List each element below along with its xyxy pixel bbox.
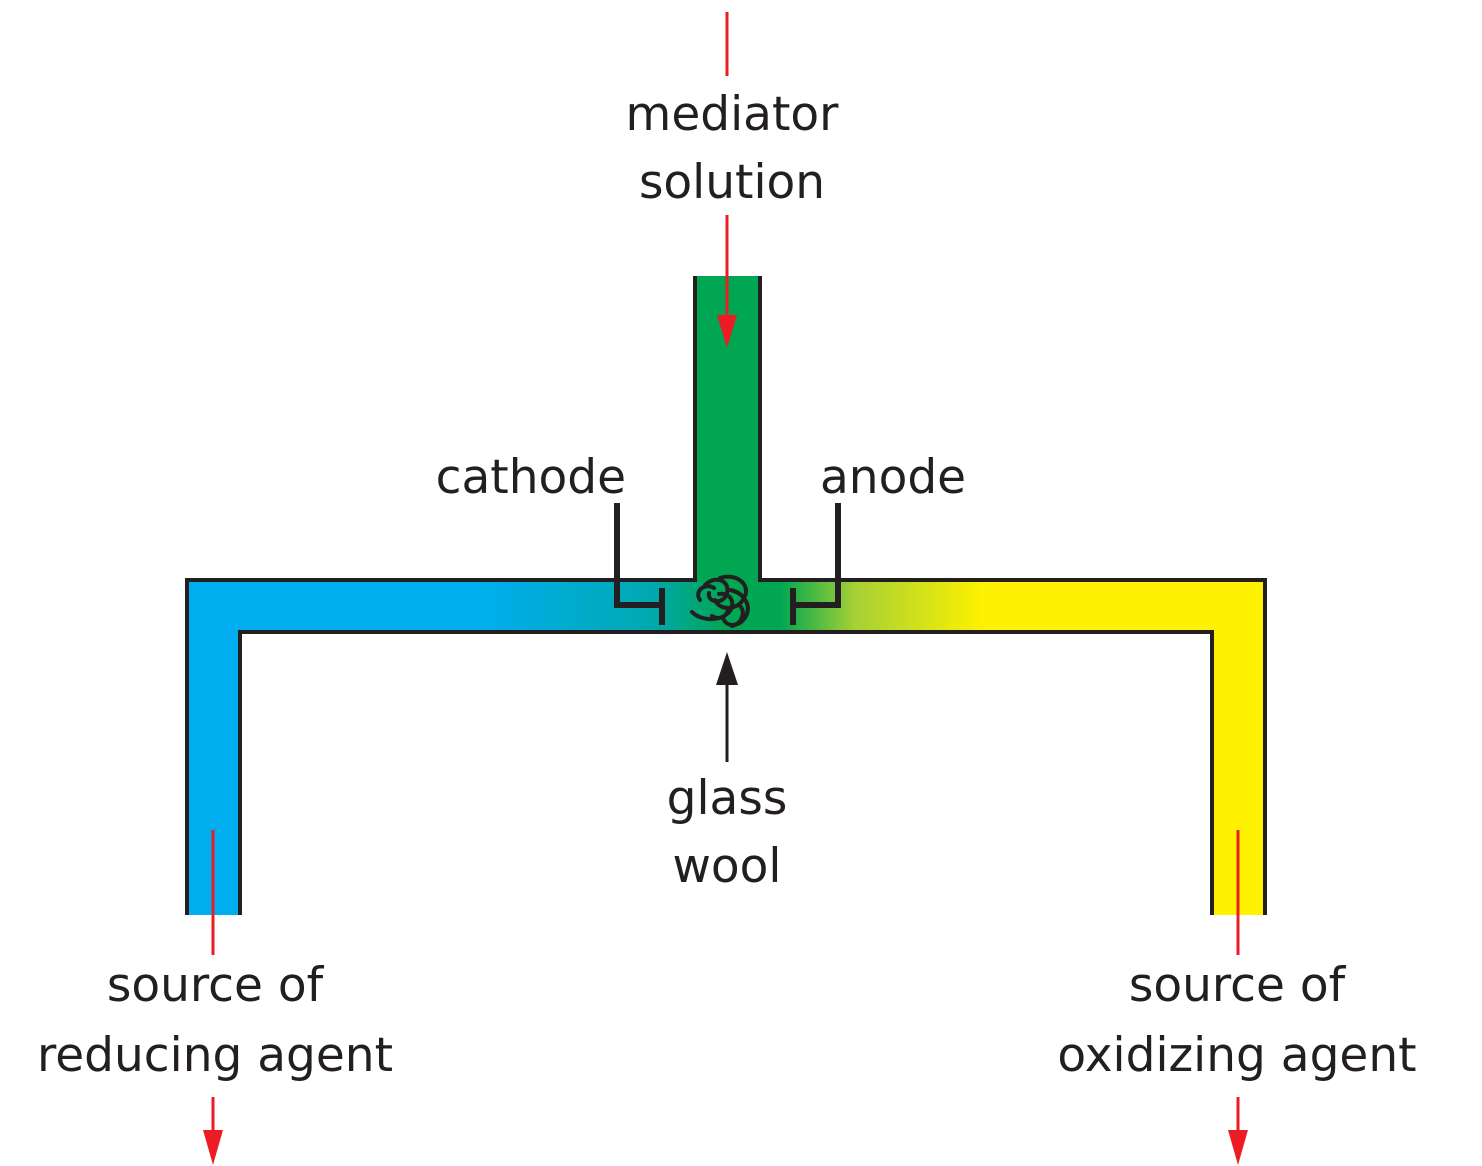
flow-arrows: [203, 12, 1248, 1165]
oxidizing-agent-label: oxidizing agent: [1057, 1028, 1416, 1083]
mediator-label: solution: [639, 155, 825, 210]
reducing-agent-label: source of: [107, 958, 325, 1013]
oxidizing-agent-label: source of: [1129, 958, 1347, 1013]
cathode-label: cathode: [436, 450, 626, 505]
mediator-label: mediator: [626, 87, 840, 142]
reducing-agent-label: reducing agent: [37, 1028, 393, 1083]
anode-electrode: [790, 503, 841, 625]
tube-outline: [185, 276, 1267, 915]
arrowhead: [1228, 1130, 1248, 1165]
cathode-electrode: [614, 503, 665, 625]
anode-label: anode: [820, 450, 966, 505]
glass-wool-label: glass: [667, 771, 788, 826]
glass-wool-label: wool: [672, 839, 781, 894]
arrowhead: [203, 1130, 223, 1165]
glass-wool-icon: [690, 574, 750, 628]
glass-wool-pointer-head: [716, 652, 738, 685]
arrowhead: [717, 315, 737, 348]
